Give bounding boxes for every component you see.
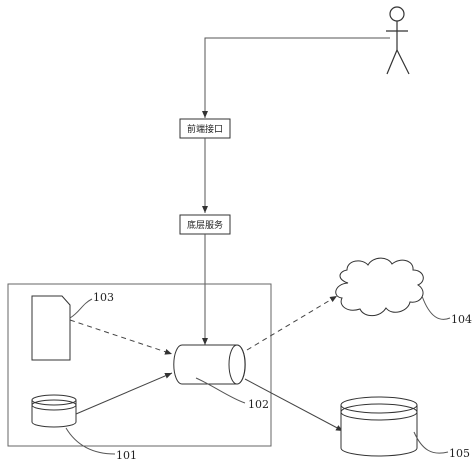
leader-101 — [65, 427, 116, 455]
database-to-pipe-connector — [75, 372, 173, 415]
ref-label-105: 105 — [449, 447, 470, 460]
pipe-to-cloud-connector — [246, 295, 338, 351]
small-database-icon — [31, 394, 77, 428]
document-icon — [31, 295, 71, 361]
leader-103 — [69, 298, 93, 319]
large-database-icon — [340, 396, 418, 457]
backend-service-label: 底层服务 — [187, 219, 223, 231]
frontend-interface-node: 前端接口 — [179, 118, 231, 139]
ref-label-103: 103 — [93, 291, 114, 304]
cloud-icon — [335, 257, 424, 317]
ref-label-102: 102 — [248, 398, 269, 411]
actor-icon — [386, 6, 410, 75]
actor-to-frontend-connector — [202, 37, 390, 118]
backend-service-node: 底层服务 — [179, 214, 231, 235]
document-to-pipe-connector — [69, 319, 173, 355]
frontend-interface-label: 前端接口 — [187, 123, 223, 135]
leader-104 — [421, 295, 451, 320]
system-boundary-frame — [7, 283, 272, 447]
leader-105 — [413, 431, 449, 454]
pipe-icon — [173, 344, 246, 385]
pipe-to-large-database-connector — [244, 378, 344, 432]
leader-lines — [65, 295, 451, 455]
ref-label-104: 104 — [451, 313, 472, 326]
leader-102 — [195, 377, 246, 404]
ref-label-101: 101 — [116, 449, 137, 462]
